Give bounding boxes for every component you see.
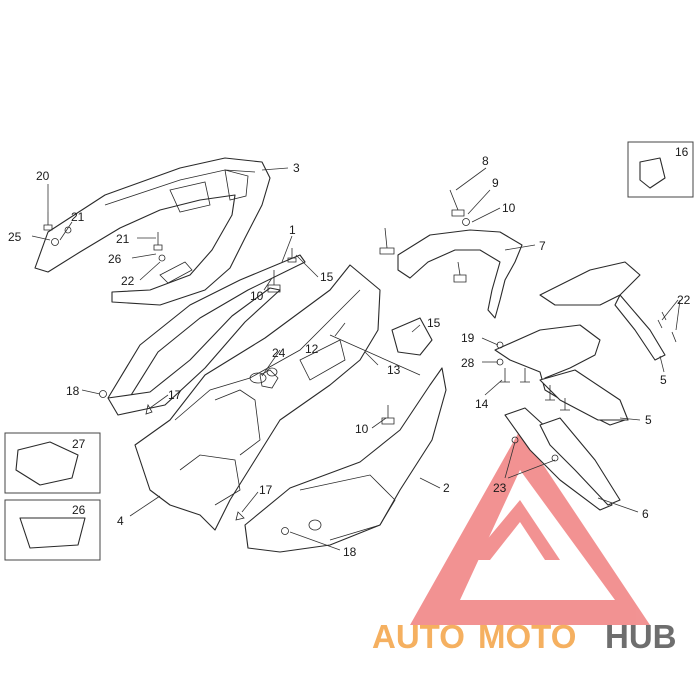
callout-22: 22 bbox=[677, 293, 691, 307]
callout-12: 13 bbox=[387, 363, 401, 377]
callout-10b: 10 bbox=[502, 201, 516, 215]
part-grab-handle bbox=[397, 229, 523, 319]
watermark-hub: HUB bbox=[605, 618, 677, 655]
callout-20b: 21 bbox=[116, 232, 130, 246]
callout-21b: 22 bbox=[121, 274, 135, 288]
part-clip-box bbox=[627, 141, 694, 198]
watermark-wordmark: AUTO MOTO HUB bbox=[372, 618, 677, 655]
part-bracket-15 bbox=[391, 317, 433, 356]
callout-11: 12 bbox=[305, 342, 319, 356]
part-mudguard bbox=[494, 261, 666, 511]
callout-15: 15 bbox=[427, 316, 441, 330]
callout-27: 27 bbox=[72, 437, 86, 451]
callout-7: 7 bbox=[539, 239, 546, 253]
part-rod-12 bbox=[329, 334, 421, 376]
callout-3: 3 bbox=[293, 161, 300, 175]
callout-13: 14 bbox=[475, 397, 489, 411]
callout-23: 23 bbox=[493, 481, 507, 495]
watermark-inner-mark-icon bbox=[470, 500, 560, 560]
callout-17a: 17 bbox=[168, 388, 182, 402]
watermark-auto: AUTO bbox=[372, 618, 465, 655]
callout-21a: 21 bbox=[71, 210, 85, 224]
part-grab-rail bbox=[34, 157, 271, 306]
callout-20a: 20 bbox=[36, 169, 50, 183]
callout-18a: 18 bbox=[66, 384, 80, 398]
callout-28: 28 bbox=[461, 356, 475, 370]
callout-5b: 5 bbox=[645, 413, 652, 427]
callout-9: 9 bbox=[492, 176, 499, 190]
callout-4: 4 bbox=[117, 514, 124, 528]
callout-10c: 10 bbox=[355, 422, 369, 436]
callout-10a: 10 bbox=[250, 289, 264, 303]
part-27-box bbox=[4, 432, 101, 494]
callout-24: 24 bbox=[272, 346, 286, 360]
callout-25b: 26 bbox=[108, 252, 122, 266]
watermark-logo bbox=[410, 430, 650, 625]
part-side-panel bbox=[244, 367, 447, 553]
callout-25a: 25 bbox=[8, 230, 22, 244]
callout-16: 16 bbox=[675, 145, 689, 159]
watermark-moto: MOTO bbox=[478, 618, 576, 655]
leader-lines bbox=[31, 167, 681, 551]
watermark-triangle-icon bbox=[410, 430, 650, 625]
callout-1: 1 bbox=[289, 223, 296, 237]
callout-19: 19 bbox=[461, 331, 475, 345]
part-26-box bbox=[4, 499, 101, 561]
callout-labels: 3 1 20 21 25 21 26 22 10 15 8 9 10 7 16 … bbox=[8, 145, 691, 559]
part-under-tray bbox=[134, 264, 381, 531]
callout-26: 26 bbox=[72, 503, 86, 517]
callout-6: 6 bbox=[642, 507, 649, 521]
callout-17b: 17 bbox=[259, 483, 273, 497]
fasteners bbox=[43, 189, 677, 535]
callout-2: 2 bbox=[443, 481, 450, 495]
callout-14: 15 bbox=[320, 270, 334, 284]
callout-8: 8 bbox=[482, 154, 489, 168]
callout-18b: 18 bbox=[343, 545, 357, 559]
callout-5a: 5 bbox=[660, 373, 667, 387]
